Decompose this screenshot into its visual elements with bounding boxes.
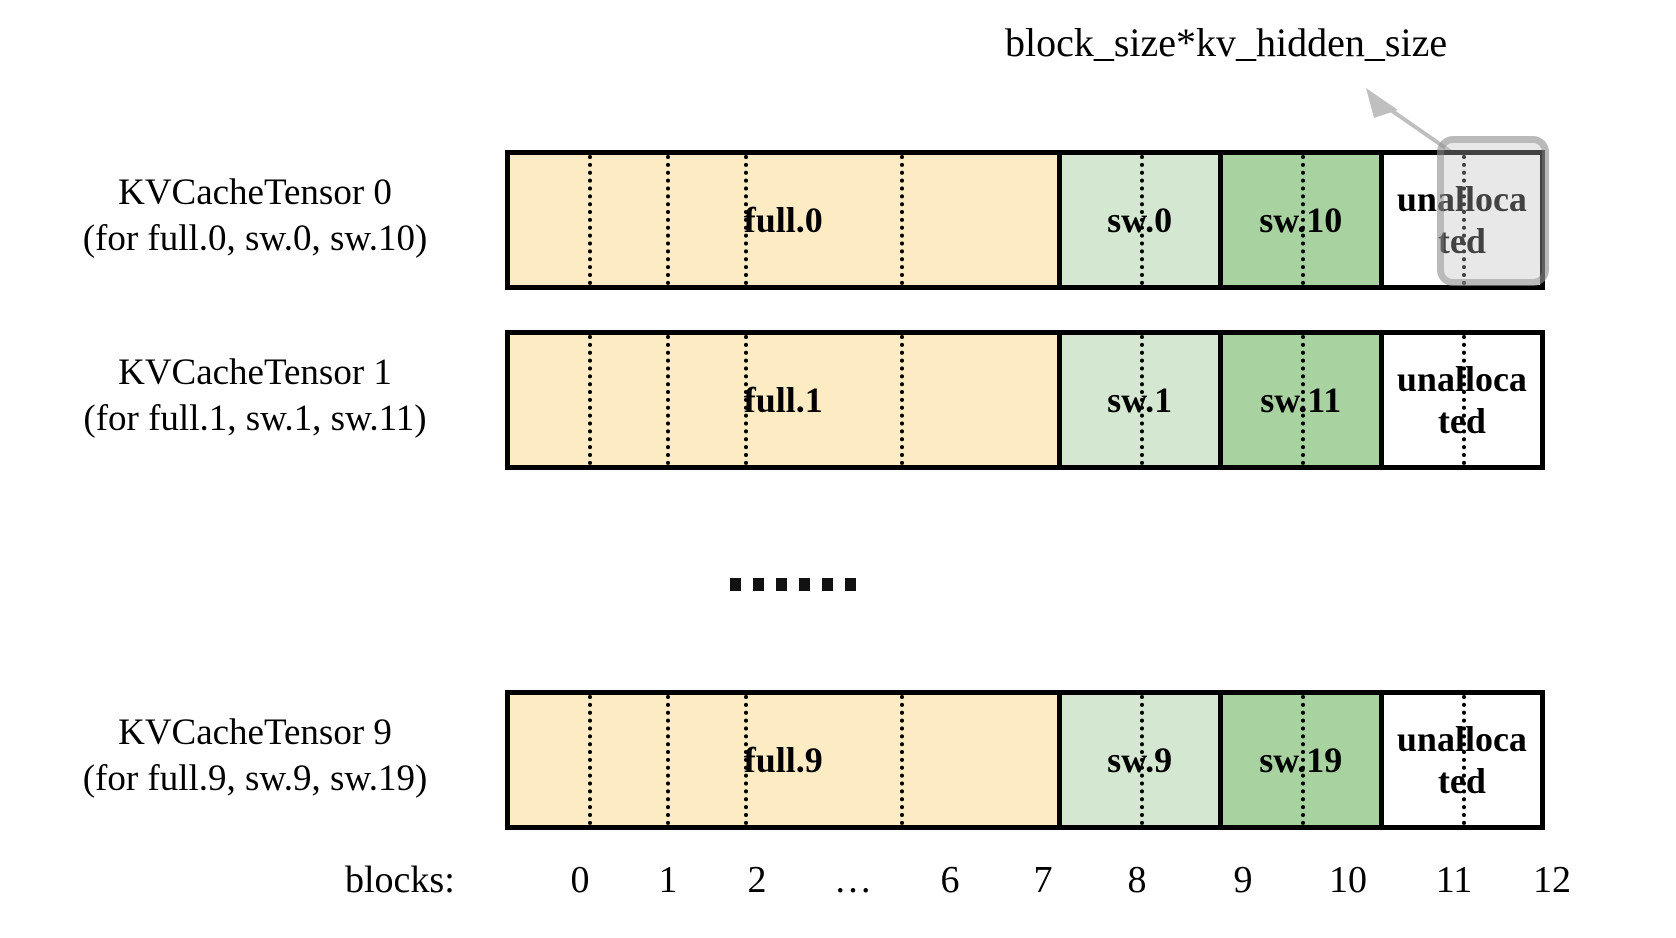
block-tick-9: 9 <box>1233 859 1253 901</box>
block-tick-ellipsis: … <box>834 859 872 901</box>
block-divider <box>666 695 671 825</box>
block-divider <box>1461 155 1466 285</box>
segment-sw-dark-1[interactable]: sw.11 <box>1217 335 1379 465</box>
row-label-line1: KVCacheTensor 1 <box>118 352 392 393</box>
block-divider <box>744 695 749 825</box>
row-label-tensor-9: KVCacheTensor 9 (for full.9, sw.9, sw.19… <box>20 710 490 802</box>
row-label-line2: (for full.9, sw.9, sw.19) <box>82 758 428 799</box>
block-divider <box>1139 155 1144 285</box>
row-label-tensor-0: KVCacheTensor 0 (for full.0, sw.0, sw.10… <box>20 170 490 262</box>
ellipsis-dot <box>845 578 856 591</box>
block-tick-12: 12 <box>1533 859 1571 901</box>
segment-sw-light-9[interactable]: sw.9 <box>1056 695 1218 825</box>
block-tick-11: 11 <box>1435 859 1473 901</box>
segment-full-9[interactable]: full.9 <box>510 695 1057 825</box>
segment-label: full.9 <box>743 740 823 780</box>
segment-label: sw.0 <box>1107 200 1173 240</box>
segment-label: sw.9 <box>1107 740 1173 780</box>
segment-sw-dark-0[interactable]: sw.10 <box>1217 155 1379 285</box>
block-tick-2: 2 <box>747 859 767 901</box>
row-label-tensor-1: KVCacheTensor 1 (for full.1, sw.1, sw.11… <box>20 350 490 442</box>
ellipsis-dots <box>730 578 856 591</box>
segment-label: sw.1 <box>1107 380 1173 420</box>
segment-full-1[interactable]: full.1 <box>510 335 1057 465</box>
segment-sw-dark-9[interactable]: sw.19 <box>1217 695 1379 825</box>
segment-sw-light-0[interactable]: sw.0 <box>1056 155 1218 285</box>
ellipsis-dot <box>753 578 764 591</box>
block-divider <box>1300 155 1305 285</box>
segment-label: sw.11 <box>1260 380 1342 420</box>
segment-label: sw.10 <box>1259 200 1343 240</box>
row-label-line2: (for full.1, sw.1, sw.11) <box>83 398 427 439</box>
block-tick-6: 6 <box>940 859 960 901</box>
segment-sw-light-1[interactable]: sw.1 <box>1056 335 1218 465</box>
row-label-line1: KVCacheTensor 9 <box>118 712 392 753</box>
ellipsis-dot <box>776 578 787 591</box>
block-divider <box>900 155 905 285</box>
ellipsis-dot <box>730 578 741 591</box>
block-tick-1: 1 <box>658 859 678 901</box>
row-label-line2: (for full.0, sw.0, sw.10) <box>82 218 428 259</box>
blocks-axis: blocks: 0 1 2 … 6 7 8 9 10 11 12 <box>0 855 1676 915</box>
segment-label: full.1 <box>743 380 823 420</box>
block-divider <box>588 695 593 825</box>
block-divider <box>744 335 749 465</box>
row-label-line1: KVCacheTensor 0 <box>118 172 392 213</box>
block-divider <box>666 335 671 465</box>
block-divider <box>1461 335 1466 465</box>
block-divider <box>666 155 671 285</box>
ellipsis-dot <box>822 578 833 591</box>
block-divider <box>1139 695 1144 825</box>
block-divider <box>900 335 905 465</box>
block-tick-10: 10 <box>1329 859 1367 901</box>
block-divider <box>900 695 905 825</box>
block-divider <box>1139 335 1144 465</box>
block-divider <box>744 155 749 285</box>
segment-full-0[interactable]: full.0 <box>510 155 1057 285</box>
block-divider <box>1461 695 1466 825</box>
segment-label: sw.19 <box>1259 740 1343 780</box>
block-tick-7: 7 <box>1033 859 1053 901</box>
block-tick-0: 0 <box>570 859 590 901</box>
block-divider <box>1300 695 1305 825</box>
segment-label: full.0 <box>743 200 823 240</box>
ellipsis-dot <box>799 578 810 591</box>
block-divider <box>588 335 593 465</box>
block-divider <box>588 155 593 285</box>
highlight-box-block-11[interactable] <box>1437 136 1549 286</box>
block-divider <box>1300 335 1305 465</box>
axis-title: blocks: <box>345 859 455 901</box>
block-tick-8: 8 <box>1127 859 1147 901</box>
callout-label-block-size: block_size*kv_hidden_size <box>1005 20 1448 65</box>
